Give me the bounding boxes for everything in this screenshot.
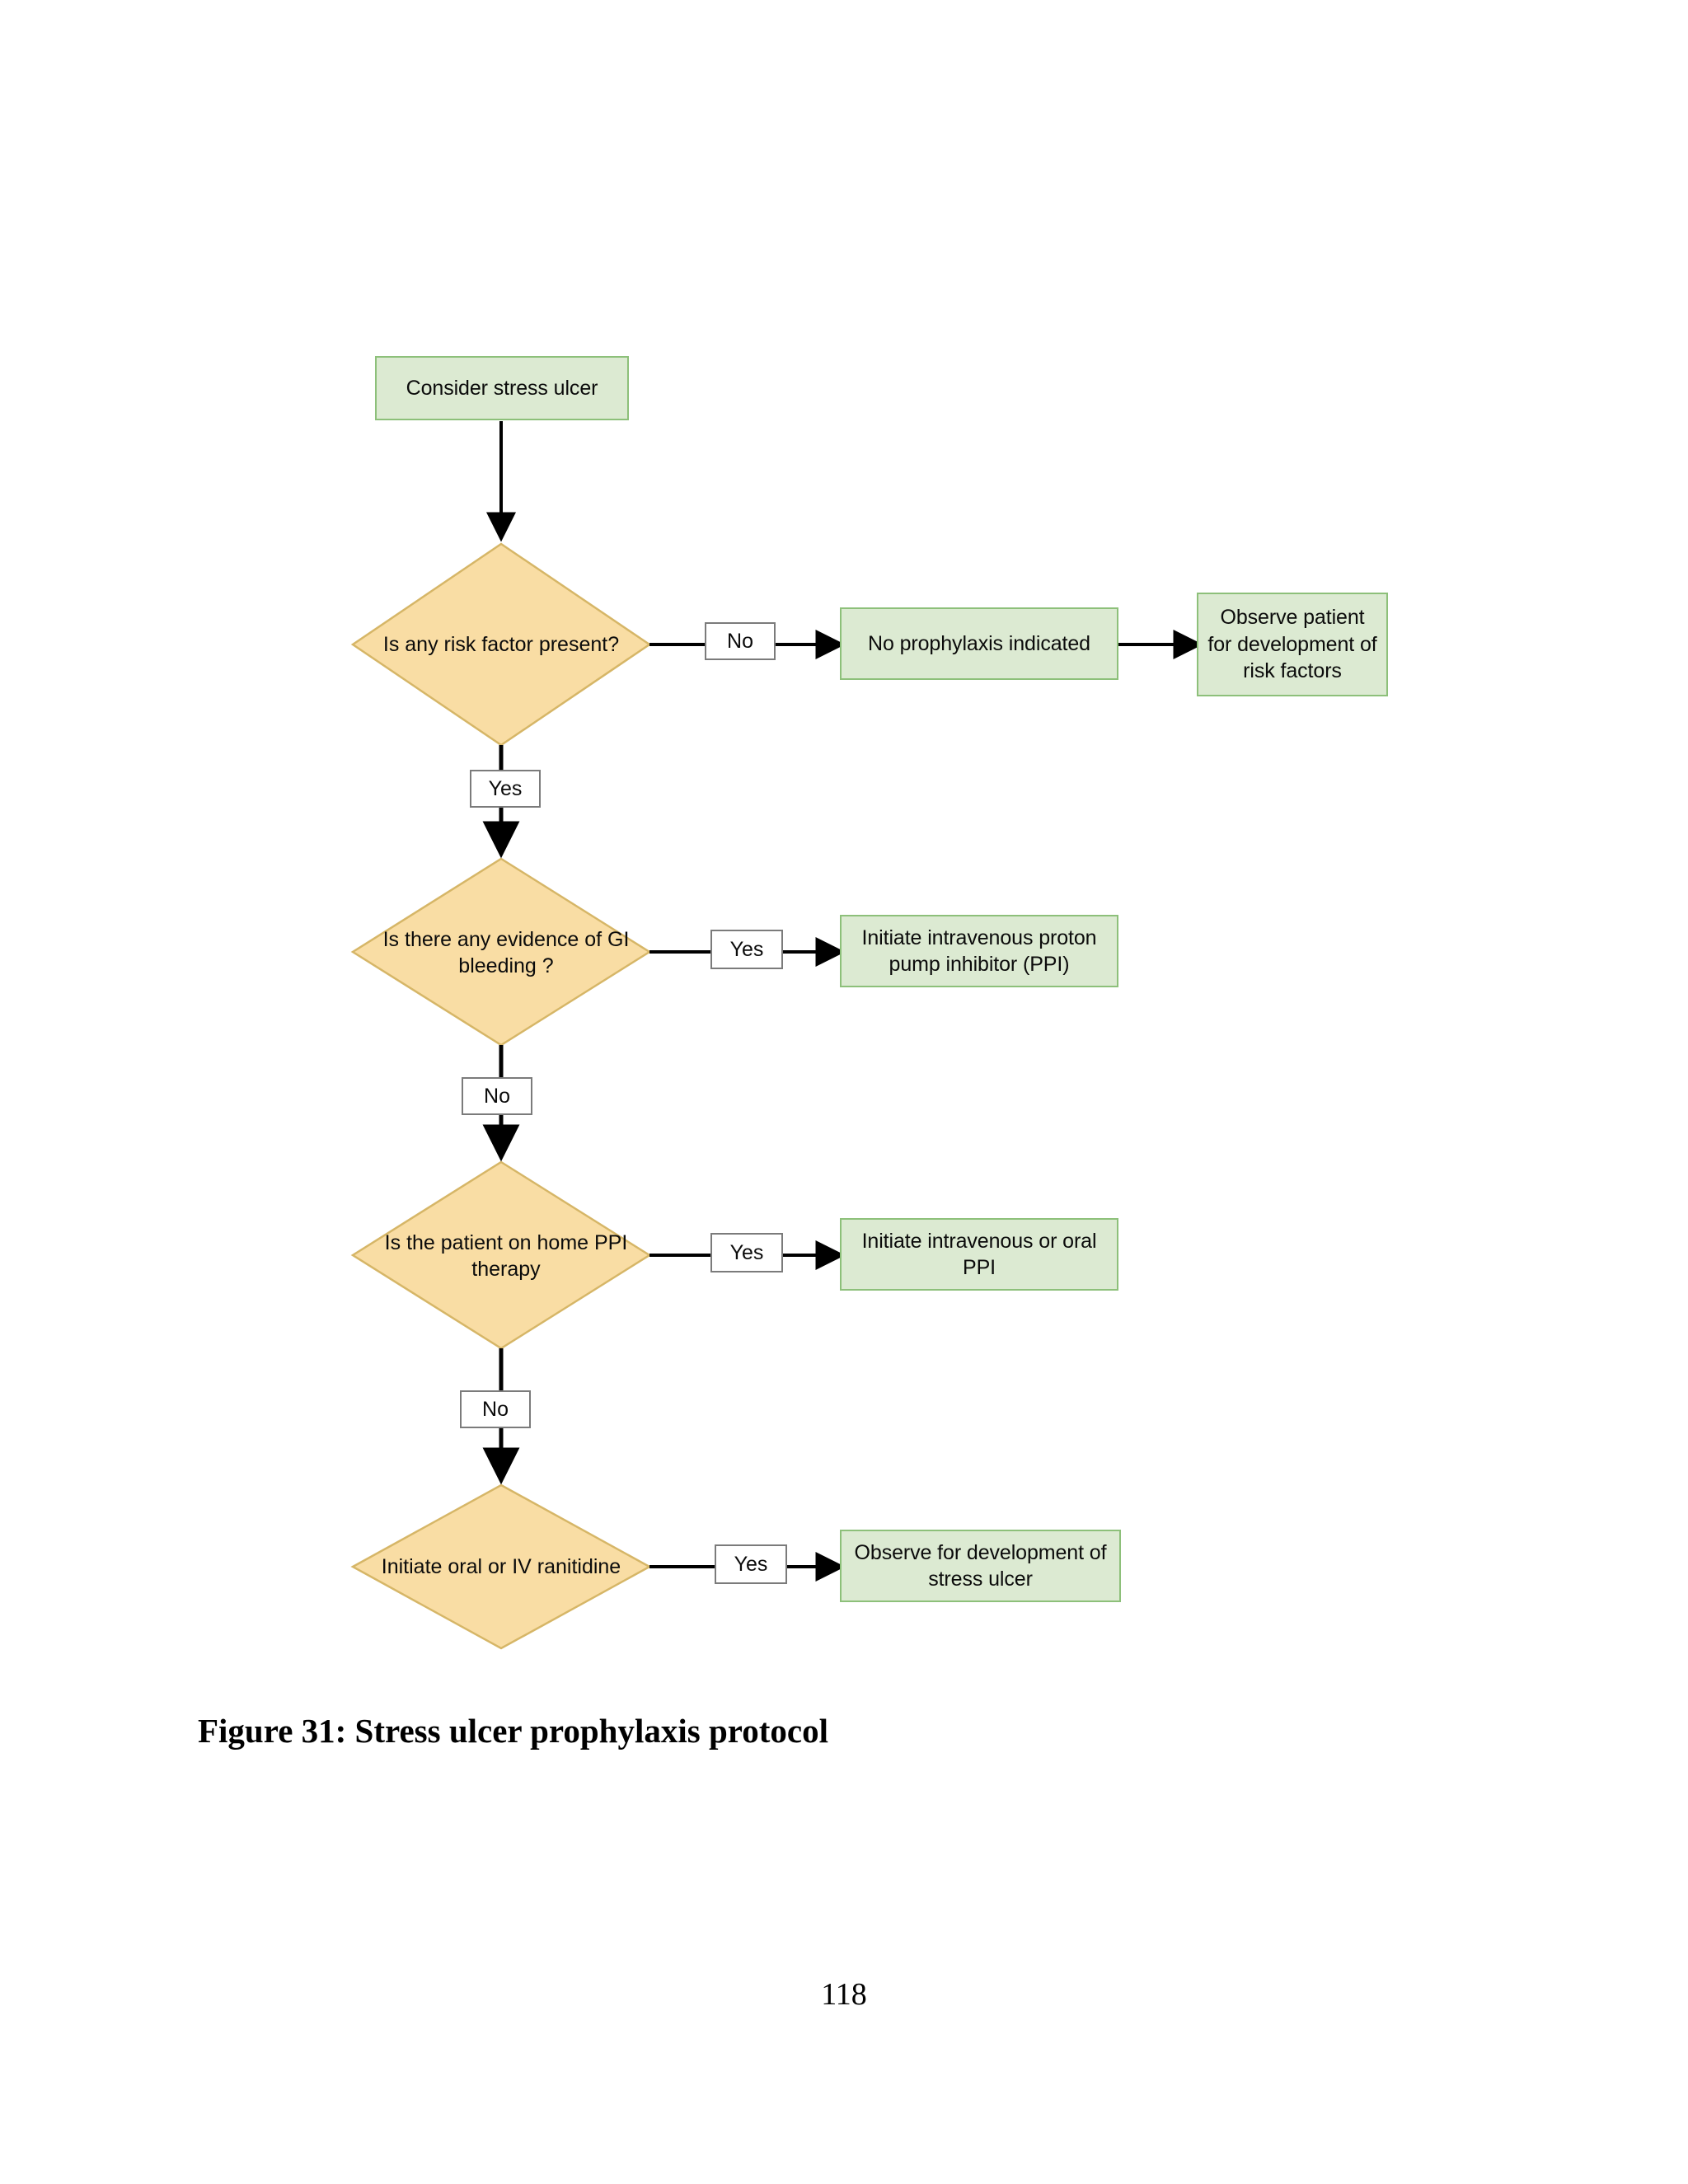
- edge-label-decision2-yes[interactable]: Yes: [710, 930, 783, 969]
- node-label-line2: pump inhibitor (PPI): [889, 953, 1070, 976]
- node-label-line1: Observe for development of: [854, 1540, 1107, 1564]
- edge-label-text: Yes: [729, 937, 764, 961]
- node-no-prophylaxis-indicated[interactable]: No prophylaxis indicated: [840, 607, 1118, 680]
- decision-shape-ranitidine: [350, 1483, 652, 1650]
- edge-label-decision1-yes[interactable]: Yes: [470, 770, 541, 808]
- edge-label-text: No: [727, 629, 753, 653]
- node-consider-stress-ulcer[interactable]: Consider stress ulcer: [375, 356, 629, 420]
- node-label-line2: stress ulcer: [928, 1568, 1033, 1591]
- node-initiate-iv-ppi[interactable]: Initiate intravenous proton pump inhibit…: [840, 915, 1118, 987]
- page-number: 118: [821, 1977, 867, 2012]
- node-observe-for-stress-ulcer[interactable]: Observe for development of stress ulcer: [840, 1530, 1121, 1602]
- decision-shape-risk-factor: [350, 542, 652, 747]
- node-label-line2: for development of: [1207, 632, 1377, 656]
- edge-label-text: Yes: [488, 776, 523, 800]
- flowchart-connectors-and-shapes: [350, 421, 1203, 1650]
- edge-label-decision1-no[interactable]: No: [705, 622, 776, 660]
- edge-label-decision4-yes[interactable]: Yes: [715, 1544, 787, 1584]
- edge-label-text: No: [484, 1084, 510, 1108]
- node-label-line2: PPI: [963, 1256, 996, 1279]
- figure-caption: Figure 31: Stress ulcer prophylaxis prot…: [198, 1712, 828, 1750]
- edge-label-decision3-yes[interactable]: Yes: [710, 1233, 783, 1272]
- edge-label-text: Yes: [729, 1240, 764, 1264]
- edge-label-text: No: [482, 1397, 509, 1421]
- decision-shape-home-ppi: [350, 1160, 652, 1350]
- node-label-line1: Observe patient: [1220, 606, 1365, 630]
- flowchart: Consider stress ulcer No prophylaxis ind…: [350, 356, 1388, 1650]
- node-label-line3: risk factors: [1243, 659, 1342, 683]
- edge-label-decision3-no[interactable]: No: [460, 1390, 531, 1428]
- node-label: Consider stress ulcer: [406, 376, 598, 400]
- node-label-line1: Initiate intravenous proton: [861, 926, 1097, 949]
- node-label-line1: Initiate intravenous or oral: [861, 1229, 1097, 1253]
- edge-label-decision2-no[interactable]: No: [462, 1077, 532, 1115]
- node-label: No prophylaxis indicated: [868, 631, 1090, 655]
- decision-shape-gi-bleeding: [350, 857, 652, 1047]
- node-initiate-iv-or-oral-ppi[interactable]: Initiate intravenous or oral PPI: [840, 1218, 1118, 1291]
- edge-label-text: Yes: [734, 1552, 768, 1576]
- node-observe-patient-risk-factors[interactable]: Observe patient for development of risk …: [1197, 593, 1388, 696]
